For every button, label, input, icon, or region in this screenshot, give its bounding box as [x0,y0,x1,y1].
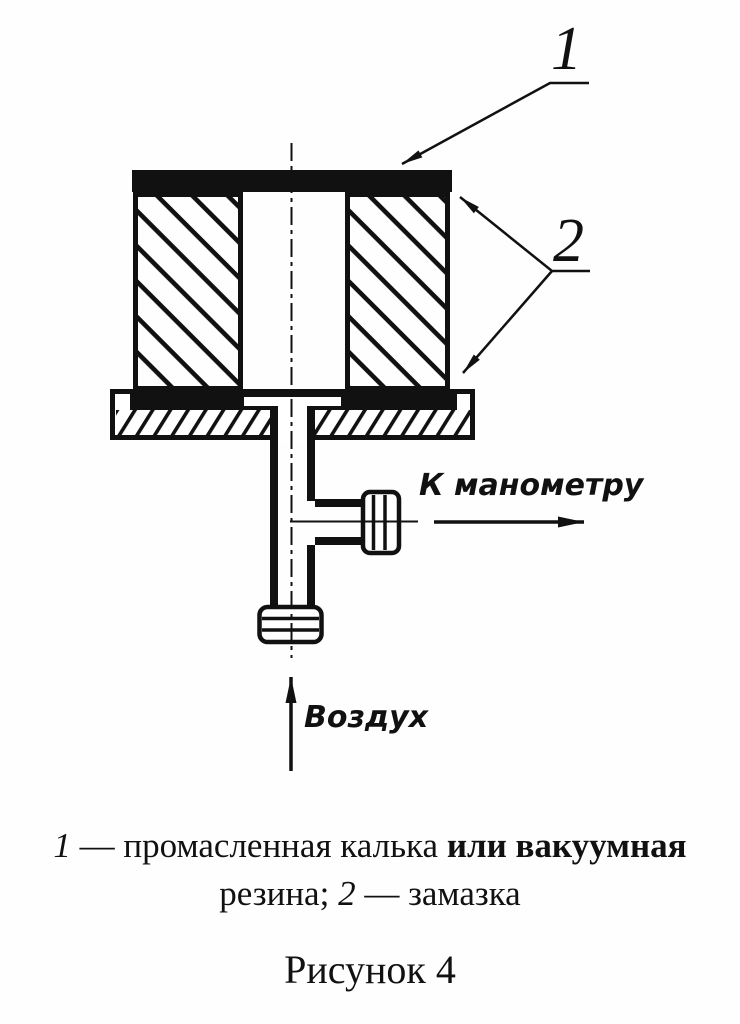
caption-text-1: — промасленная калька [70,826,447,865]
callout-2-label: 2 [553,207,584,275]
caption-text-2a: резина; [219,874,339,914]
air-pipe [270,410,315,607]
to-manometer-label: К манометру [419,468,644,503]
figure-title: Рисунок 4 [284,947,456,992]
caption-ref-2: 2 [338,874,356,914]
callout-1-label: 1 [551,15,582,83]
cylinder-wall-right [345,192,450,391]
callout-1-leader-arrow [401,81,589,166]
caption-ref-1: 1 [53,826,71,865]
caption-text-2b: — замазка [355,874,521,914]
figure-caption: 1 — промасленная калька или вакуумная рез… [0,822,740,919]
callout-2-leader-lower-arrow [462,270,553,374]
cylinder-wall-left [133,192,243,391]
air-label: Воздух [304,700,429,735]
manometer-branch [315,499,364,545]
caption-bold-1: или вакуумная [446,826,687,865]
